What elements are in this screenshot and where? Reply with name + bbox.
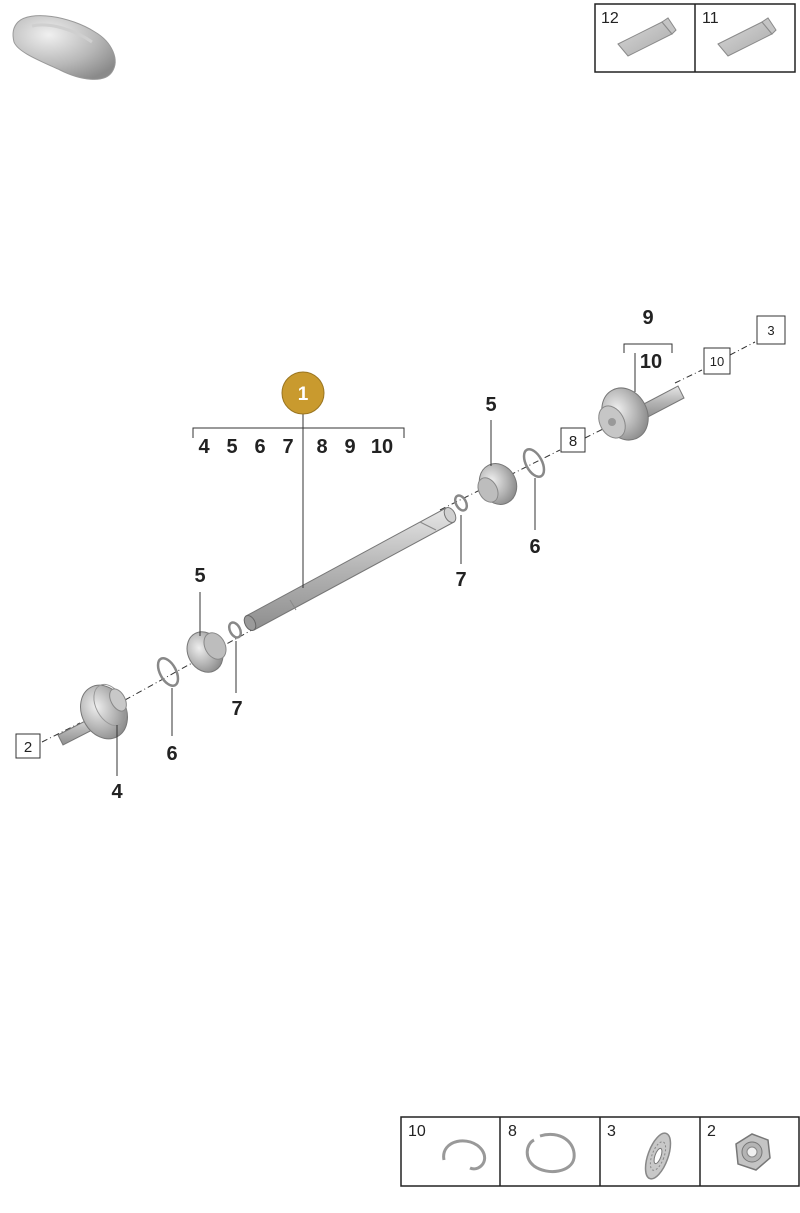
bracket-number: 5: [226, 436, 237, 458]
top-legend-cell-11[interactable]: 11: [702, 10, 777, 57]
clamp-right[interactable]: [453, 494, 469, 513]
boxed-ref-2[interactable]: 2: [15, 733, 41, 759]
top-legend-number: 12: [601, 10, 619, 27]
assembly-callout-badge[interactable]: 1: [281, 371, 325, 415]
boxed-ref-3[interactable]: 3: [756, 315, 786, 345]
bracket-number: 7: [282, 436, 293, 458]
bottom-legend-number: 2: [707, 1123, 716, 1140]
bracket-number: 6: [254, 436, 265, 458]
bracket-number: 4: [198, 436, 210, 458]
boot-right[interactable]: [472, 457, 524, 511]
callout-5-left[interactable]: 5: [194, 565, 205, 587]
boxed-ref-label: 2: [24, 739, 32, 756]
leader-lines: [116, 343, 673, 776]
bottom-legend-cell-10[interactable]: 10: [408, 1123, 487, 1171]
callout-6-right[interactable]: 6: [529, 536, 540, 558]
callout-7-right[interactable]: 7: [455, 569, 466, 591]
assembly-contents-list: 4 5 6 7 8 9 10: [198, 436, 393, 458]
bracket-number: 8: [316, 436, 327, 458]
grease-tube-icon: [717, 17, 777, 57]
boot-left[interactable]: [180, 625, 230, 678]
boxed-ref-10[interactable]: 10: [703, 347, 731, 375]
callout-6-left[interactable]: 6: [166, 743, 177, 765]
callout-5-right[interactable]: 5: [485, 394, 496, 416]
callout-4-left[interactable]: 4: [111, 781, 123, 803]
ring-left[interactable]: [154, 655, 182, 689]
bottom-legend-number: 3: [607, 1123, 616, 1140]
washer-icon: [644, 1132, 672, 1180]
top-legend-table: 12 11: [594, 3, 796, 73]
snap-ring-icon: [525, 1133, 576, 1174]
boxed-ref-label: 10: [710, 354, 724, 369]
bracket-number: 9: [344, 436, 355, 458]
top-legend-cell-12[interactable]: 12: [601, 10, 677, 57]
vehicle-thumbnail-icon: [12, 15, 116, 80]
outer-cv-joint-left[interactable]: [57, 677, 137, 747]
ring-right[interactable]: [520, 446, 548, 480]
clamp-left[interactable]: [227, 621, 243, 640]
inner-cv-joint-right[interactable]: [593, 380, 685, 448]
bottom-legend-cell-8[interactable]: 8: [508, 1123, 576, 1174]
callout-9[interactable]: 9: [642, 307, 653, 329]
bracket-number: 10: [371, 436, 393, 458]
callout-7-left[interactable]: 7: [231, 698, 242, 720]
bottom-legend-table: 10 8 3 2: [400, 1116, 800, 1187]
bottom-legend-number: 8: [508, 1123, 517, 1140]
callout-10[interactable]: 10: [640, 351, 662, 373]
boxed-ref-label: 8: [569, 433, 577, 450]
boxed-ref-8[interactable]: 8: [560, 427, 586, 453]
hex-nut-icon: [735, 1133, 771, 1171]
grease-tube-icon: [617, 17, 677, 57]
drive-shaft[interactable]: [242, 506, 458, 633]
top-legend-number: 11: [702, 10, 719, 27]
bottom-legend-cell-3[interactable]: 3: [607, 1123, 676, 1182]
badge-label: 1: [298, 384, 309, 405]
boxed-ref-label: 3: [767, 323, 774, 338]
bottom-legend-cell-2[interactable]: 2: [707, 1123, 771, 1171]
bottom-legend-number: 10: [408, 1123, 426, 1140]
circlip-icon: [442, 1139, 487, 1171]
